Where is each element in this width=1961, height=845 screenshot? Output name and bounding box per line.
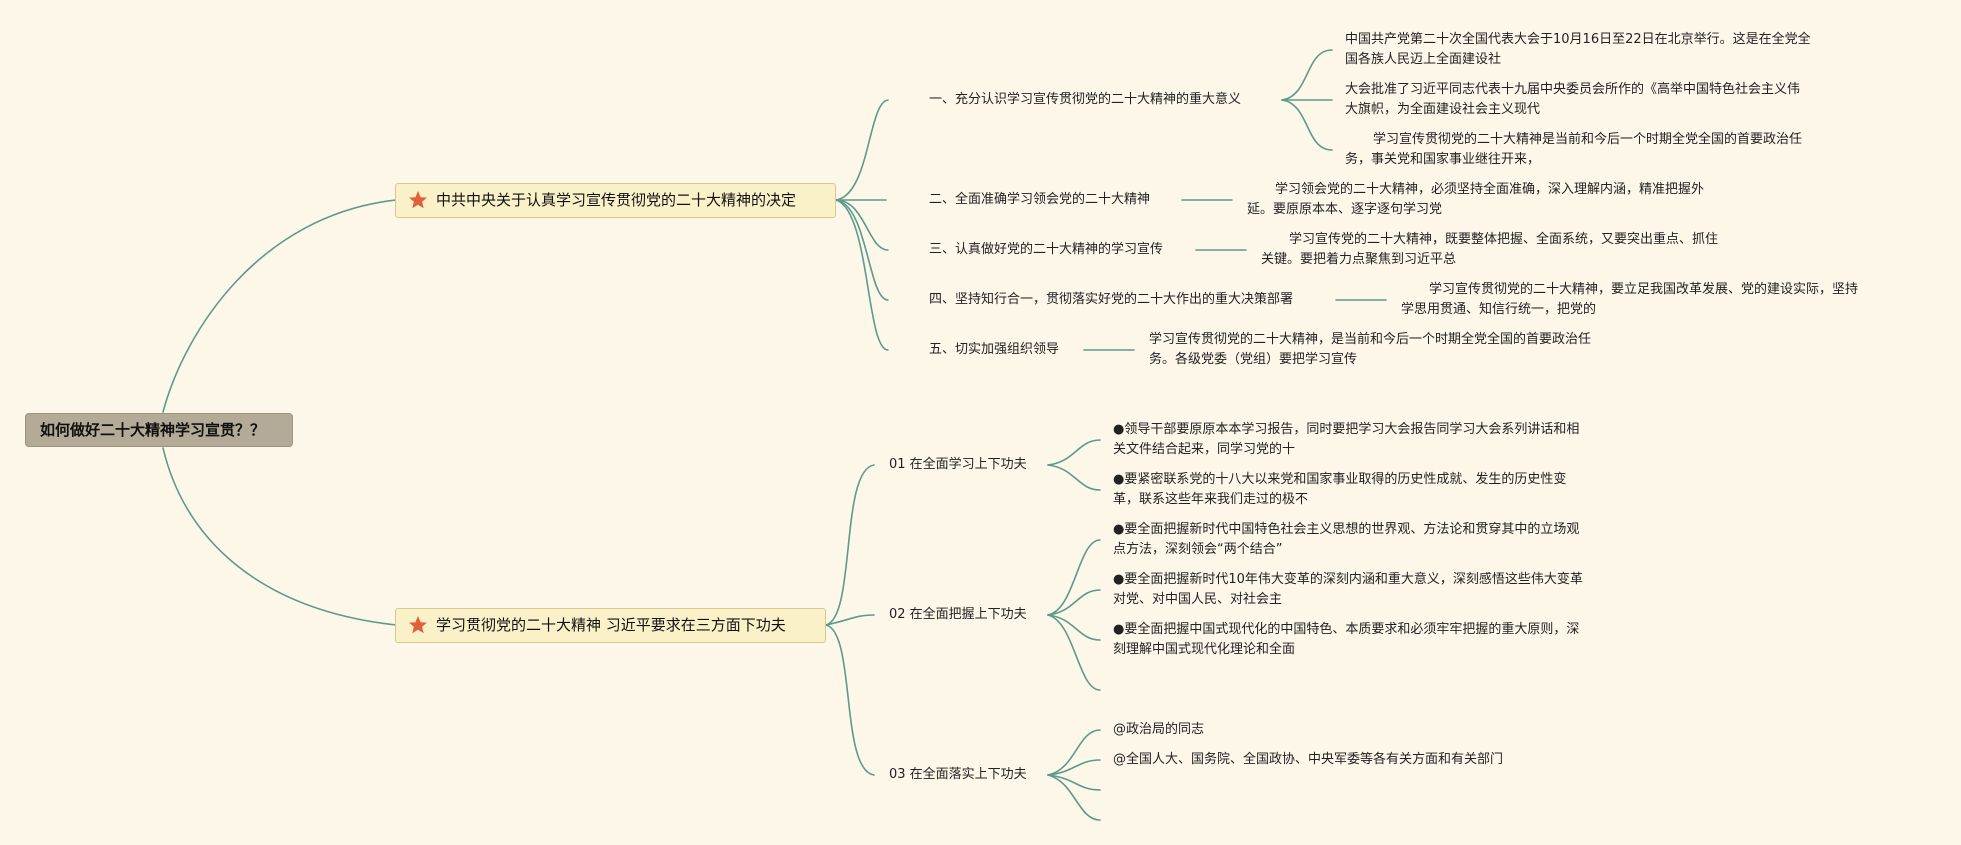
connector-01-l2	[1047, 464, 1101, 491]
connector-02-l4	[1047, 614, 1101, 691]
leaf-text[interactable]: ●要全面把握新时代10年伟大变革的深刻内涵和重大意义，深刻感悟这些伟大变革 对党…	[1113, 572, 1583, 607]
star-icon	[409, 191, 427, 209]
leaf-text[interactable]: 学习宣传贯彻党的二十大精神是当前和今后一个时期全党全国的首要政治任 务，事关党和…	[1345, 132, 1803, 167]
section-comprehension[interactable]: 二、全面准确学习领会党的二十大精神	[929, 192, 1151, 207]
section-implementation[interactable]: 四、坚持知行合一，贯彻落实好党的二十大作出的重大决策部署	[929, 292, 1294, 307]
connector-root-branch2	[162, 447, 397, 626]
connector-b1-s1	[835, 99, 889, 201]
connector-b2-s2	[825, 614, 875, 626]
connector-02-l3	[1047, 614, 1101, 641]
connector-01-l1	[1047, 439, 1101, 466]
branch-decision[interactable]: 中共中央关于认真学习宣传贯彻党的二十大精神的决定	[395, 183, 836, 218]
connector-03-l4	[1047, 774, 1101, 821]
connector-b2-s3	[825, 624, 875, 776]
connector-s1-l1	[1281, 49, 1333, 101]
leaf-text[interactable]: ●要全面把握新时代中国特色社会主义思想的世界观、方法论和贯穿其中的立场观 点方法…	[1113, 522, 1580, 557]
connector-b1-s5	[835, 199, 889, 351]
section-significance[interactable]: 一、充分认识学习宣传贯彻党的二十大精神的重大意义	[929, 92, 1242, 107]
connector-03-l2	[1047, 759, 1101, 776]
connector-s1-l3	[1281, 99, 1333, 151]
leaf-text[interactable]: ●要紧密联系党的十八大以来党和国家事业取得的历史性成就、发生的历史性变 革，联系…	[1113, 472, 1567, 507]
connector-02-l2	[1047, 589, 1101, 616]
leaf-text[interactable]: @全国人大、国务院、全国政协、中央军委等各有关方面和有关部门	[1113, 752, 1504, 767]
branch-label: 学习贯彻党的二十大精神 习近平要求在三方面下功夫	[436, 616, 786, 634]
leaf-text[interactable]: ●领导干部要原原本本学习报告，同时要把学习大会报告同学习大会系列讲话和相 关文件…	[1113, 422, 1580, 457]
star-icon	[409, 616, 427, 634]
leaf-text[interactable]: ●要全面把握中国式现代化的中国特色、本质要求和必须牢牢把握的重大原则，深 刻理解…	[1113, 622, 1580, 657]
leaf-text[interactable]: 中国共产党第二十次全国代表大会于10月16日至22日在北京举行。这是在全党全 国…	[1345, 32, 1811, 67]
leaf-text[interactable]: 学习宣传党的二十大精神，既要整体把握、全面系统，又要突出重点、抓住 关键。要把着…	[1261, 232, 1719, 267]
branch-xi-requirements[interactable]: 学习贯彻党的二十大精神 习近平要求在三方面下功夫	[395, 608, 826, 643]
branch-label: 中共中央关于认真学习宣传贯彻党的二十大精神的决定	[436, 191, 797, 209]
section-leadership[interactable]: 五、切实加强组织领导	[929, 342, 1060, 357]
root-node[interactable]: 如何做好二十大精神学习宣贯？？	[25, 413, 293, 447]
leaf-text[interactable]: 学习宣传贯彻党的二十大精神，要立足我国改革发展、党的建设实际，坚持 学思用贯通、…	[1401, 282, 1859, 317]
leaf-text[interactable]: 学习领会党的二十大精神，必须坚持全面准确，深入理解内涵，精准把握外 延。要原原本…	[1247, 182, 1705, 217]
section-implement[interactable]: 03 在全面落实上下功夫	[889, 767, 1027, 782]
connector-b1-s3	[835, 199, 889, 251]
section-publicity[interactable]: 三、认真做好党的二十大精神的学习宣传	[929, 242, 1164, 257]
connector-02-l1	[1047, 539, 1101, 616]
connector-b2-s1	[825, 464, 875, 626]
connector-03-l1	[1047, 729, 1101, 776]
section-study[interactable]: 01 在全面学习上下功夫	[889, 457, 1027, 472]
leaf-text[interactable]: @政治局的同志	[1113, 722, 1205, 737]
section-grasp[interactable]: 02 在全面把握上下功夫	[889, 607, 1027, 622]
connector-root-branch1	[162, 199, 397, 413]
leaf-text[interactable]: 大会批准了习近平同志代表十九届中央委员会所作的《高举中国特色社会主义伟 大旗帜，…	[1345, 82, 1801, 117]
leaf-text[interactable]: 学习宣传贯彻党的二十大精神，是当前和今后一个时期全党全国的首要政治任 务。各级党…	[1149, 332, 1592, 367]
connector-03-l3	[1047, 774, 1101, 791]
connector-b1-s4	[835, 199, 889, 301]
